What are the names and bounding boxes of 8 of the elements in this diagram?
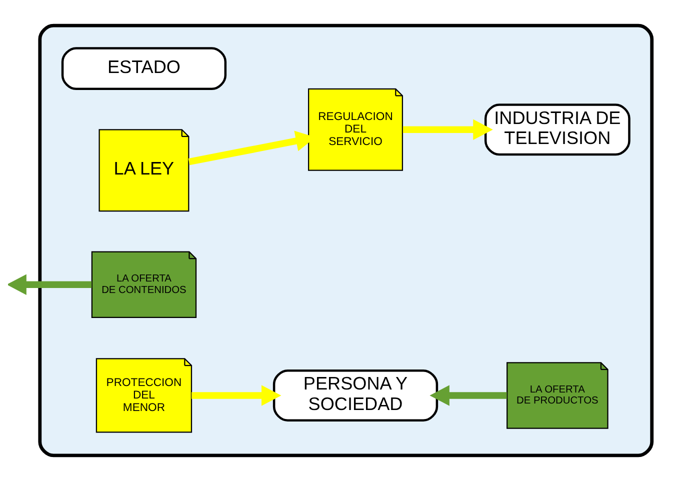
cluster (38, 24, 654, 458)
arrow (8, 274, 92, 295)
arrow (192, 385, 282, 406)
arrow (402, 119, 493, 140)
node-box: INDUSTRIA DE TELEVISION (484, 104, 630, 156)
node-box: PERSONA Y SOCIEDAD (272, 369, 438, 422)
node-box: ESTADO (61, 47, 227, 90)
arrow (430, 385, 507, 406)
